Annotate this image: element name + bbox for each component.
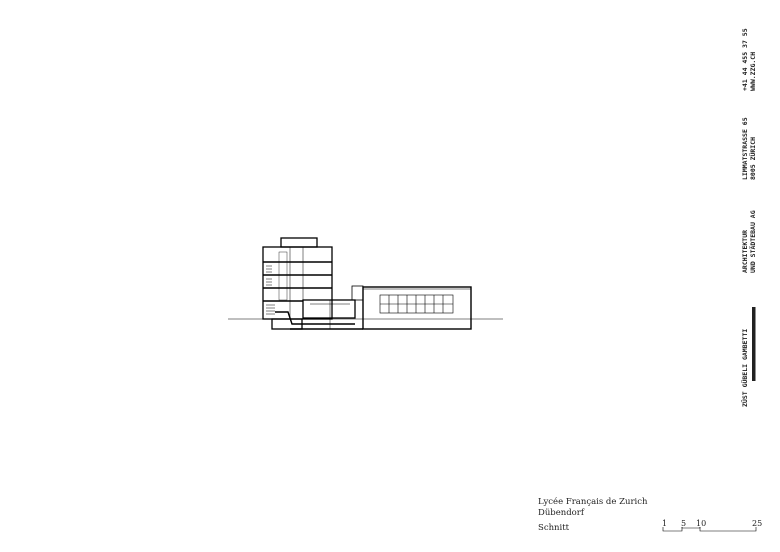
- office-street: LIMMATSTRASSE 65: [741, 117, 749, 180]
- scale-label-5: 5: [681, 519, 687, 528]
- scale-label-1: 1: [662, 519, 668, 528]
- office-line1: ARCHITEKTUR: [741, 229, 749, 273]
- project-title: Lycée Français de Zurich Dübendorf: [538, 497, 648, 519]
- project-location: Dübendorf: [538, 508, 585, 518]
- office-line2: UND STÄDTEBAU AG: [749, 210, 757, 273]
- scale-label-25: 25: [752, 519, 763, 528]
- office-contact: +41 44 455 37 55 WWW.ZZG.CH: [741, 28, 757, 91]
- tower-block: [262, 237, 355, 330]
- office-website-link[interactable]: WWW.ZZG.CH: [749, 51, 757, 91]
- project-name: Lycée Français de Zurich: [538, 497, 648, 507]
- office-address-practice: ARCHITEKTUR UND STÄDTEBAU AG: [741, 210, 757, 273]
- office-address: LIMMATSTRASSE 65 8005 ZÜRICH: [741, 117, 757, 180]
- office-city: 8005 ZÜRICH: [749, 136, 757, 180]
- link-block: [290, 285, 364, 330]
- hall-block: [362, 286, 472, 330]
- scale-label-10: 10: [696, 519, 707, 528]
- scale-bar: [662, 527, 757, 532]
- office-phone: +41 44 455 37 55: [741, 28, 749, 91]
- drawing-type-label: Schnitt: [538, 523, 570, 533]
- office-name: ZÜST GÜBELI GAMBETTI: [741, 328, 749, 407]
- office-accent-bar: [752, 307, 756, 381]
